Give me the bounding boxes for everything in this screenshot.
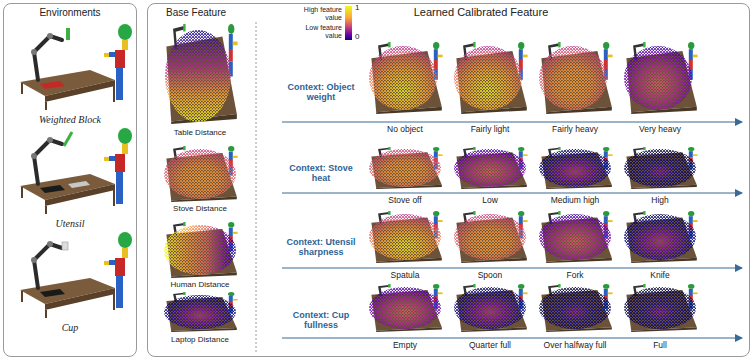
context-value: Spatula — [363, 271, 447, 281]
colorbar-tick: 1 — [355, 3, 367, 12]
panel: Base Feature Learned Calibrated Feature — [147, 3, 750, 357]
context-value: Quarter full — [448, 341, 532, 351]
colorbar-label: High feature value — [296, 6, 342, 22]
context-value: Low — [448, 196, 532, 206]
panel-heading: Base Feature — [166, 7, 246, 19]
context-value: Stove off — [363, 196, 447, 206]
context-value: Very heavy — [618, 125, 702, 135]
context-value: Fairly light — [448, 125, 532, 135]
feature-name: Laptop Distance — [155, 335, 245, 344]
context-value: Fairly heavy — [533, 125, 617, 135]
context-value: Spoon — [448, 271, 532, 281]
context-value: Full — [618, 341, 702, 351]
feature-name: Human Distance — [155, 280, 245, 289]
context-value: Medium high — [533, 196, 617, 206]
colorbar-label: Low feature value — [296, 24, 342, 40]
context-value: Knife — [618, 271, 702, 281]
context-label: Context: Utensil sharpness — [279, 237, 363, 258]
context-label: Context: Object weight — [279, 82, 363, 103]
panel-heading: Learned Calibrated Feature — [401, 6, 561, 19]
feature-name: Stove Distance — [155, 204, 245, 213]
colorbar-tick: 0 — [355, 32, 367, 41]
context-value: Fork — [533, 271, 617, 281]
panel-heading: Environments — [4, 7, 136, 19]
context-value: Empty — [363, 341, 447, 351]
environment-name: Utensil — [10, 218, 130, 230]
context-value: High — [618, 196, 702, 206]
context-label: Context: Cup fullness — [279, 310, 363, 331]
context-value: Over halfway full — [533, 341, 617, 351]
environment-name: Weighted Block — [10, 114, 130, 126]
feature-name: Table Distance — [155, 128, 245, 137]
context-label: Context: Stove heat — [279, 163, 363, 184]
context-value: No object — [363, 125, 447, 135]
panel: Environments — [3, 3, 137, 357]
environment-name: Cup — [10, 322, 130, 334]
